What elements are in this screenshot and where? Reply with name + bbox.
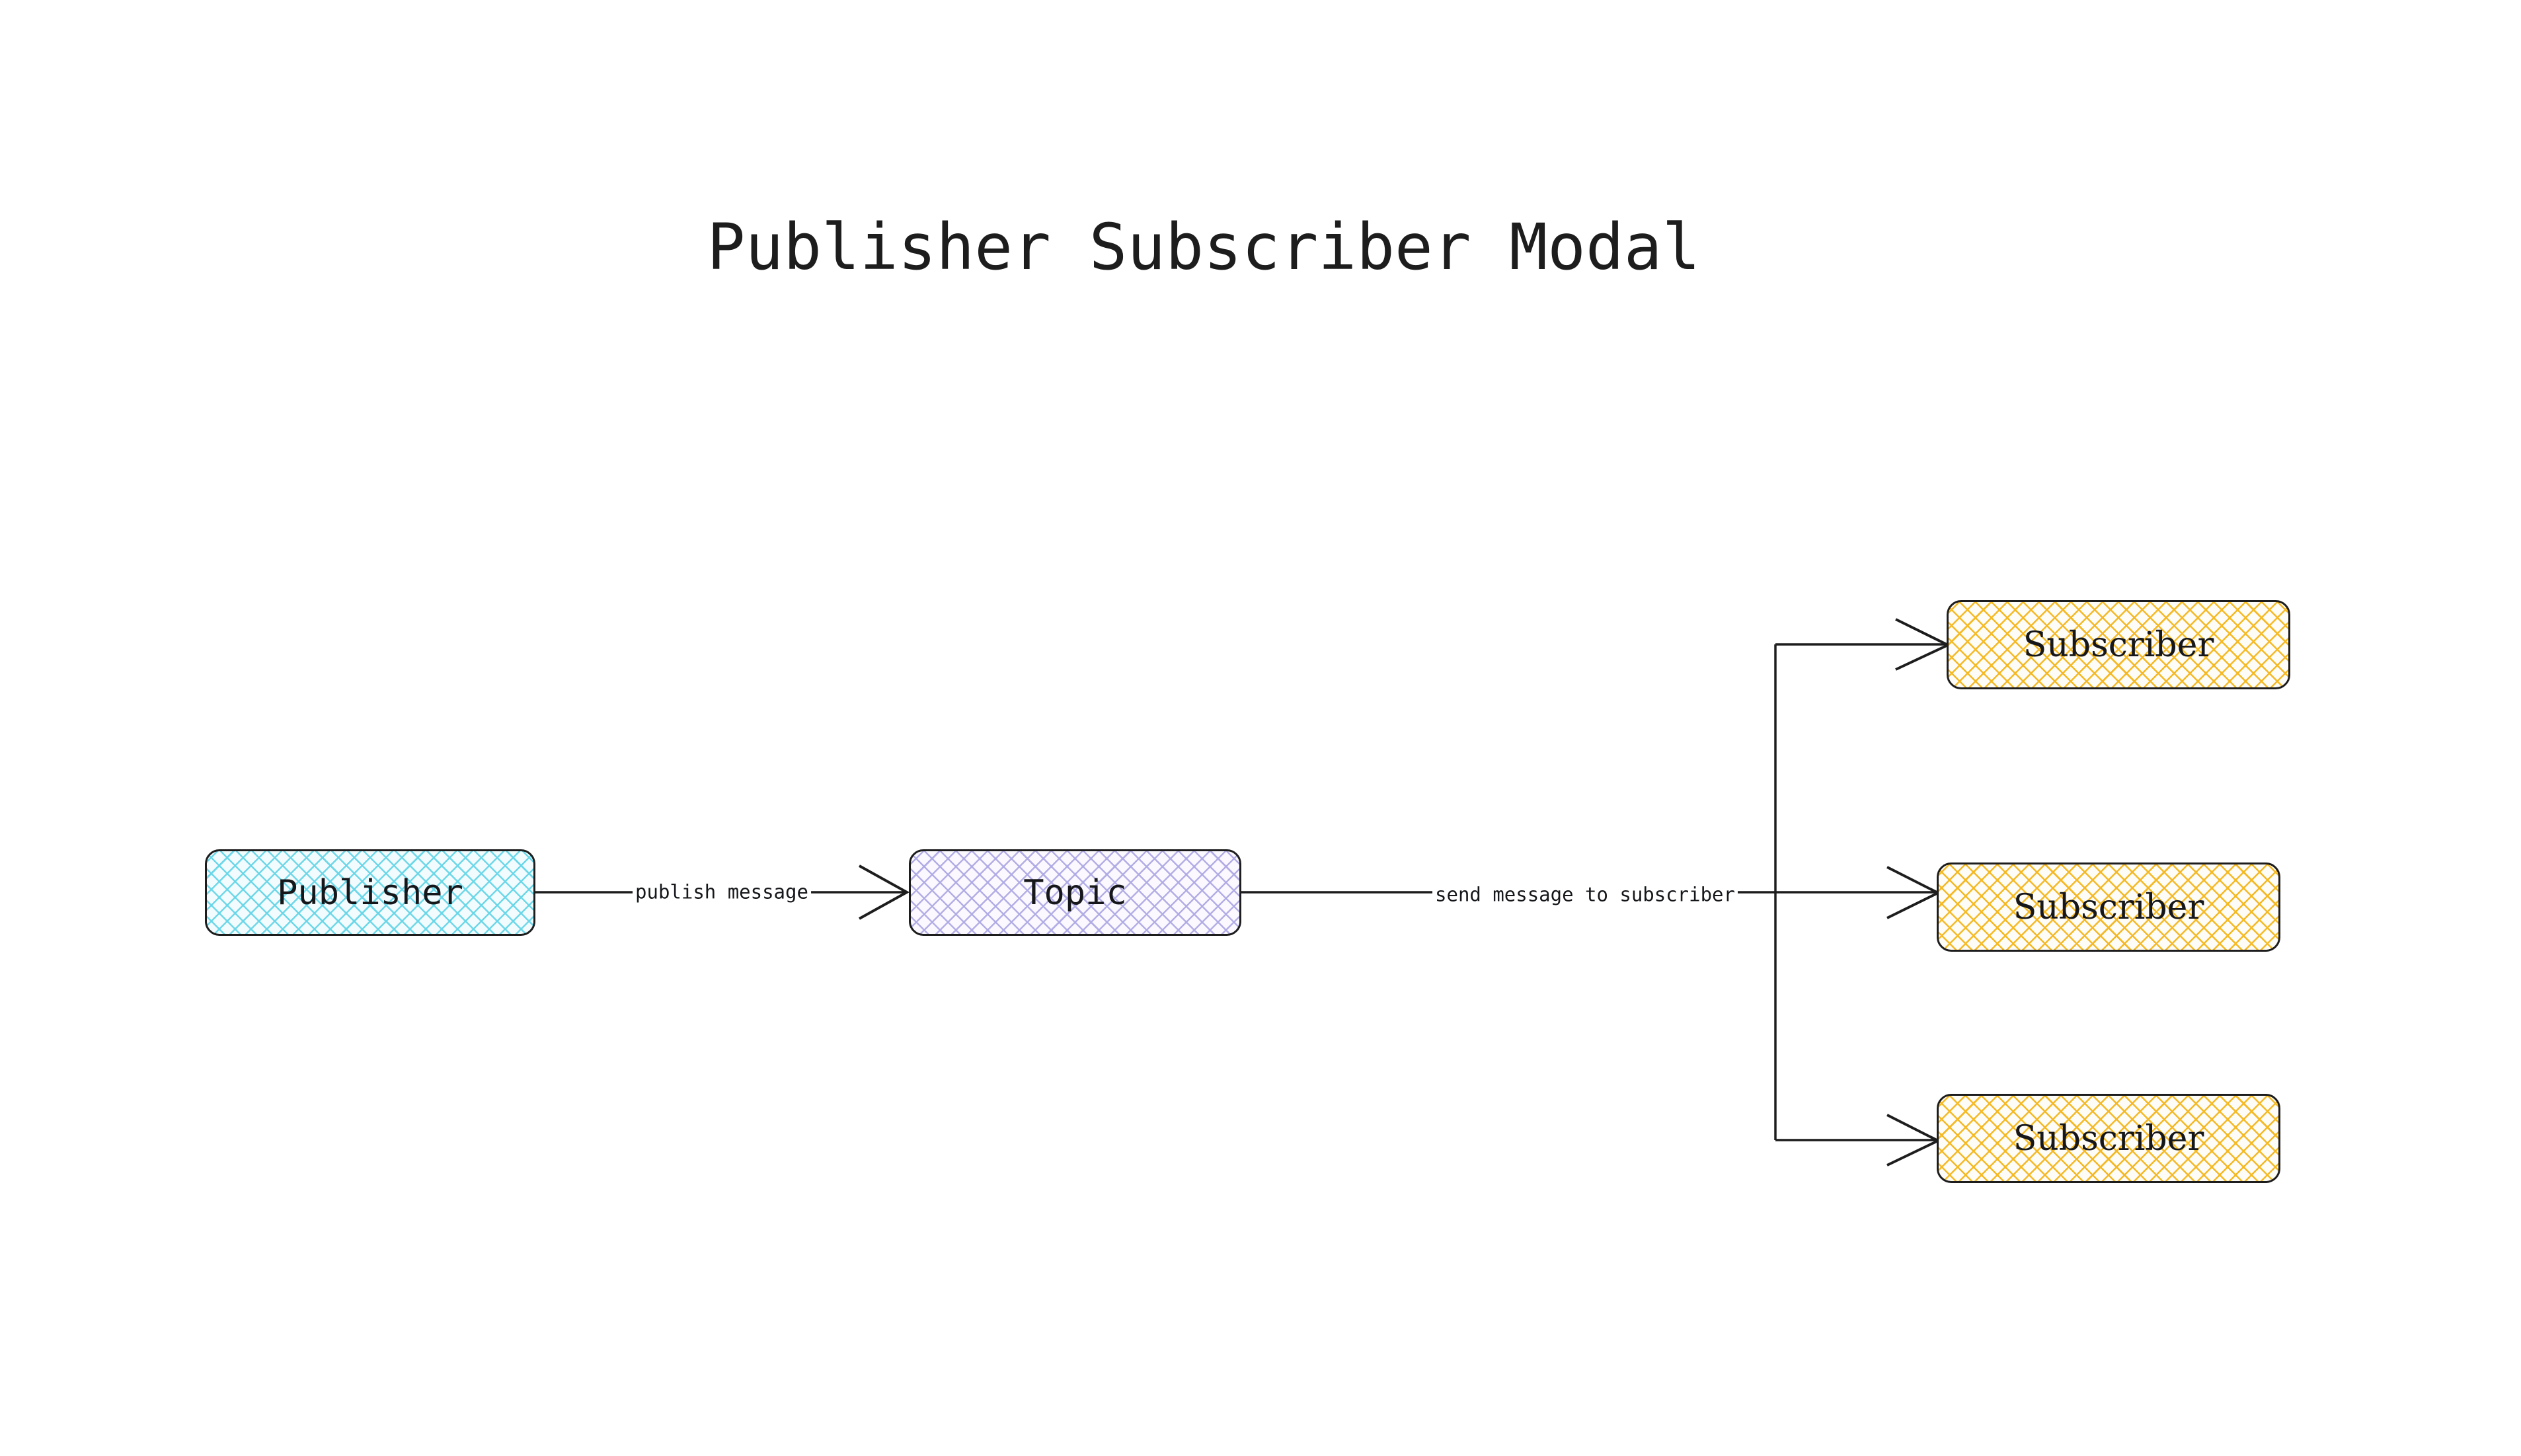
node-subscriber-2[interactable]: Subscriber xyxy=(1937,862,2280,952)
node-subscriber-1-label: Subscriber xyxy=(2023,625,2214,665)
node-subscriber-2-label: Subscriber xyxy=(2013,887,2204,927)
node-topic-label: Topic xyxy=(1023,872,1127,913)
edge-label-send-message-to-subscriber: send message to subscriber xyxy=(1432,883,1738,907)
node-publisher-label: Publisher xyxy=(277,872,463,913)
node-subscriber-3-label: Subscriber xyxy=(2013,1118,2204,1159)
node-subscriber-3[interactable]: Subscriber xyxy=(1937,1094,2280,1183)
arrowhead-topic xyxy=(859,864,910,920)
node-topic[interactable]: Topic xyxy=(909,849,1241,936)
node-publisher[interactable]: Publisher xyxy=(205,849,535,936)
edge-label-publish-message: publish message xyxy=(633,880,811,904)
node-subscriber-1[interactable]: Subscriber xyxy=(1947,600,2290,689)
page-title: Publisher Subscriber Modal xyxy=(707,210,1701,284)
